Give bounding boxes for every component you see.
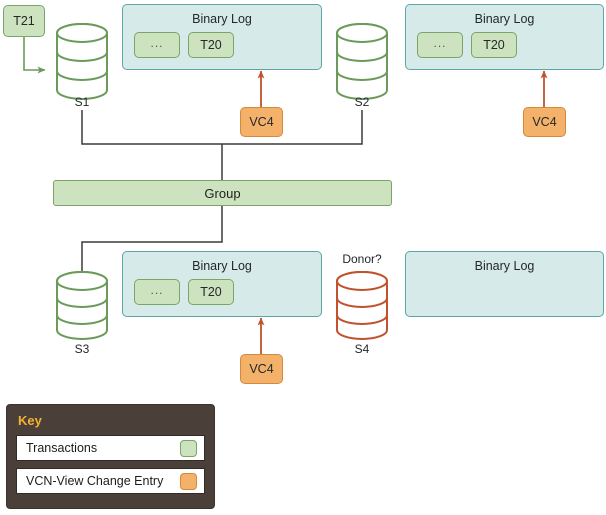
key-row-transactions: Transactions bbox=[16, 435, 205, 461]
binary-log-s3-entry-1[interactable]: T20 bbox=[188, 279, 234, 305]
binary-log-s3-entries: ... T20 bbox=[134, 279, 234, 305]
connector-group-s3 bbox=[81, 206, 223, 272]
donor-question-label: Donor? bbox=[342, 252, 382, 266]
vcn-entry-s1[interactable]: VC4 bbox=[240, 107, 283, 137]
vcn-entry-s1-label: VC4 bbox=[249, 115, 274, 129]
arrow-t21-to-s1 bbox=[23, 37, 46, 74]
group-bar[interactable]: Group bbox=[53, 180, 392, 206]
server-label-s3: S3 bbox=[74, 342, 90, 356]
key-row-transactions-label: Transactions bbox=[26, 441, 98, 455]
key-row-vcn: VCN-View Change Entry bbox=[16, 468, 205, 494]
key-title: Key bbox=[18, 413, 42, 428]
server-cylinder-s2 bbox=[336, 23, 388, 100]
key-row-vcn-label: VCN-View Change Entry bbox=[26, 474, 164, 488]
server-cylinder-s4 bbox=[336, 271, 388, 340]
binary-log-s4[interactable]: Binary Log bbox=[405, 251, 604, 317]
vcn-entry-s3[interactable]: VC4 bbox=[240, 354, 283, 384]
connector-s1-s2-group bbox=[81, 110, 363, 180]
binary-log-s2-entries: ... T20 bbox=[417, 32, 517, 58]
vcn-entry-s2[interactable]: VC4 bbox=[523, 107, 566, 137]
binary-log-s2[interactable]: Binary Log ... T20 bbox=[405, 4, 604, 70]
incoming-transaction-t21[interactable]: T21 bbox=[3, 5, 45, 37]
binary-log-s1-entries: ... T20 bbox=[134, 32, 234, 58]
binary-log-s1-title: Binary Log bbox=[192, 12, 252, 26]
server-label-s2: S2 bbox=[354, 95, 370, 109]
binary-log-s1[interactable]: Binary Log ... T20 bbox=[122, 4, 322, 70]
binary-log-s2-entry-1[interactable]: T20 bbox=[471, 32, 517, 58]
server-cylinder-s3 bbox=[56, 271, 108, 340]
binary-log-s1-entry-0[interactable]: ... bbox=[134, 32, 180, 58]
binary-log-s3-entry-0[interactable]: ... bbox=[134, 279, 180, 305]
server-label-s1: S1 bbox=[74, 95, 90, 109]
binary-log-s3-title: Binary Log bbox=[192, 259, 252, 273]
binary-log-s1-entry-1[interactable]: T20 bbox=[188, 32, 234, 58]
key-legend: Key Transactions VCN-View Change Entry bbox=[6, 404, 215, 509]
vcn-entry-s2-label: VC4 bbox=[532, 115, 557, 129]
key-swatch-vcn bbox=[180, 472, 197, 490]
server-label-s4: S4 bbox=[354, 342, 370, 356]
binary-log-s4-title: Binary Log bbox=[474, 259, 535, 273]
vcn-entry-s3-label: VC4 bbox=[249, 362, 274, 376]
key-swatch-transactions bbox=[180, 439, 197, 457]
incoming-transaction-label: T21 bbox=[13, 14, 35, 28]
group-bar-label: Group bbox=[204, 185, 241, 201]
binary-log-s2-title: Binary Log bbox=[474, 12, 535, 26]
server-cylinder-s1 bbox=[56, 23, 108, 100]
binary-log-s2-entry-0[interactable]: ... bbox=[417, 32, 463, 58]
binary-log-s3[interactable]: Binary Log ... T20 bbox=[122, 251, 322, 317]
